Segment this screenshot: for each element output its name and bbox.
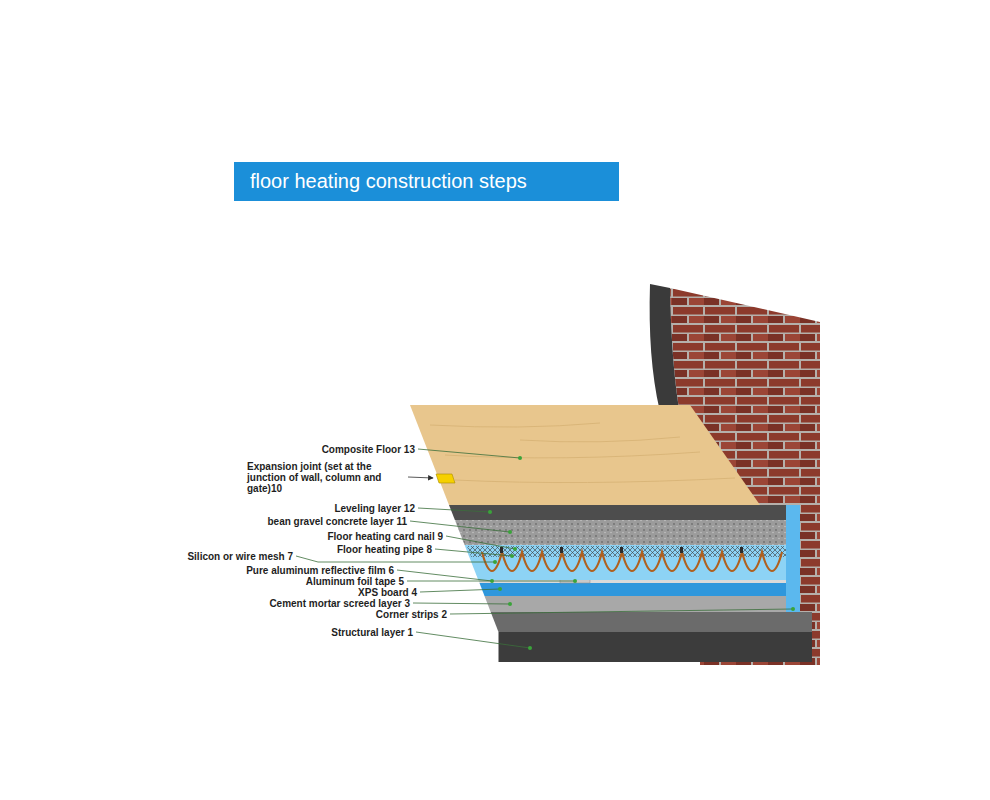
part-label: Floor heating pipe 8	[337, 544, 432, 555]
leader-line	[418, 508, 490, 512]
leader-line	[446, 536, 515, 549]
leader-dot	[490, 579, 494, 583]
part-label: Structural layer 1	[331, 627, 413, 638]
card-nails	[500, 547, 743, 553]
leader-dot	[508, 530, 512, 534]
leader-line	[296, 556, 495, 562]
leader-dot	[513, 547, 517, 551]
leader-line	[397, 570, 492, 581]
leader-dot	[488, 510, 492, 514]
heating-pipe	[482, 552, 782, 571]
title-banner: floor heating construction steps	[234, 162, 619, 201]
leader-line	[410, 521, 510, 532]
part-label: bean gravel concrete layer 11	[267, 516, 407, 527]
concrete-layer	[455, 520, 800, 545]
wood-grain	[430, 423, 735, 483]
corner-strip	[786, 505, 800, 612]
leader-dot	[493, 560, 497, 564]
part-label: Corner strips 2	[376, 609, 447, 620]
part-label: Expansion joint (set at the junction of …	[247, 461, 405, 494]
leader-line	[413, 603, 510, 604]
leader-line	[450, 609, 793, 614]
expansion-joint	[436, 474, 455, 483]
leader-dot	[518, 456, 522, 460]
leader-dot	[573, 579, 577, 583]
structural-top	[491, 612, 812, 632]
leader-line	[416, 632, 530, 648]
leader-line	[420, 589, 500, 592]
part-label: Composite Floor 13	[322, 444, 415, 455]
part-label: Aluminum foil tape 5	[306, 576, 404, 587]
leader-dot	[791, 607, 795, 611]
leveling-layer	[449, 505, 800, 520]
leader-line	[435, 549, 512, 556]
structural-front	[499, 632, 813, 662]
part-label: Pure aluminum reflective film 6	[246, 565, 394, 576]
leader-line	[408, 477, 433, 478]
xps-board	[480, 583, 801, 596]
leader-line	[418, 449, 520, 458]
composite-floor	[410, 405, 760, 505]
part-label: Silicon or wire mesh 7	[187, 551, 293, 562]
part-label: Cement mortar screed layer 3	[269, 598, 410, 609]
reflective-film	[478, 580, 800, 583]
pipe-layer	[465, 545, 800, 580]
part-label: XPS board 4	[358, 587, 417, 598]
part-label: Leveling layer 12	[334, 503, 415, 514]
leader-dot	[498, 587, 502, 591]
part-label: Floor heating card nail 9	[327, 531, 443, 542]
leader-dot	[508, 602, 512, 606]
leader-dot	[528, 646, 532, 650]
leader-dot	[510, 554, 514, 558]
